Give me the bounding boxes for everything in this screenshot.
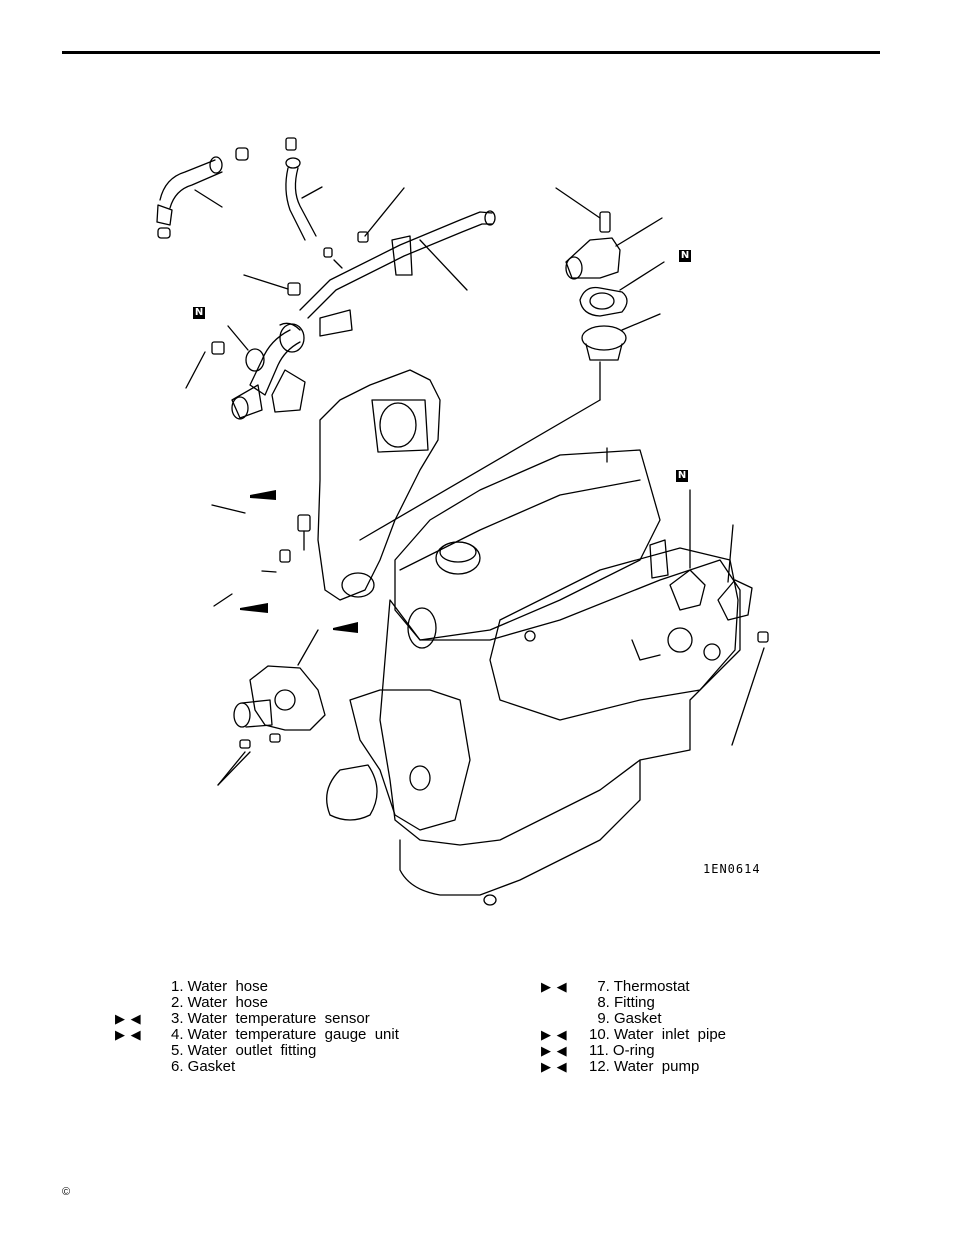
legend-item: 5. Water outlet fitting [171,1042,317,1059]
legend-left: 1. Water hose 2. Water hose ▶ ◀3. Water … [115,978,501,1075]
legend-item: 8. Fitting [589,994,655,1011]
header-rule [62,51,880,54]
legend-item: 1. Water hose [171,978,268,995]
water-temperature-sensor [211,504,311,551]
water-hose-1 [156,147,249,239]
legend-item: 9. Gasket [589,1010,662,1027]
n-mark-1: N [679,250,691,262]
water-outlet-fitting [555,187,663,280]
water-pump [217,629,326,786]
legend-right: ▶ ◀ 7. Thermostat 8. Fitting 9. Gasket ▶… [541,978,839,1075]
gasket-9 [669,569,706,611]
engine-block [317,361,741,896]
n-mark-3: N [676,470,688,482]
legend-item: ▶ ◀4. Water temperature gauge unit [115,1026,399,1043]
water-temperature-gauge-unit [213,549,291,607]
o-ring [245,348,265,372]
legend-item: ▶ ◀ 7. Thermostat [541,978,690,995]
gasket-6 [579,286,628,317]
n-mark-2: N [193,307,205,319]
engine-cooling-diagram [156,137,769,906]
fitting-8 [717,579,753,621]
figure-code: 1EN0614 [703,862,761,876]
copyright-symbol: © [62,1186,71,1198]
legend-item: ▶ ◀10. Water inlet pipe [541,1026,727,1043]
legend-item: ▶ ◀12. Water pump [541,1058,700,1075]
legend-item: 2. Water hose [171,994,268,1011]
thermostat [581,313,661,361]
water-inlet-pipe [231,187,496,420]
legend-item: ▶ ◀3. Water temperature sensor [115,1010,370,1027]
legend-item: 6. Gasket [171,1058,236,1075]
legend-item: ▶ ◀11. O-ring [541,1042,655,1059]
water-hose-2 [285,137,333,258]
